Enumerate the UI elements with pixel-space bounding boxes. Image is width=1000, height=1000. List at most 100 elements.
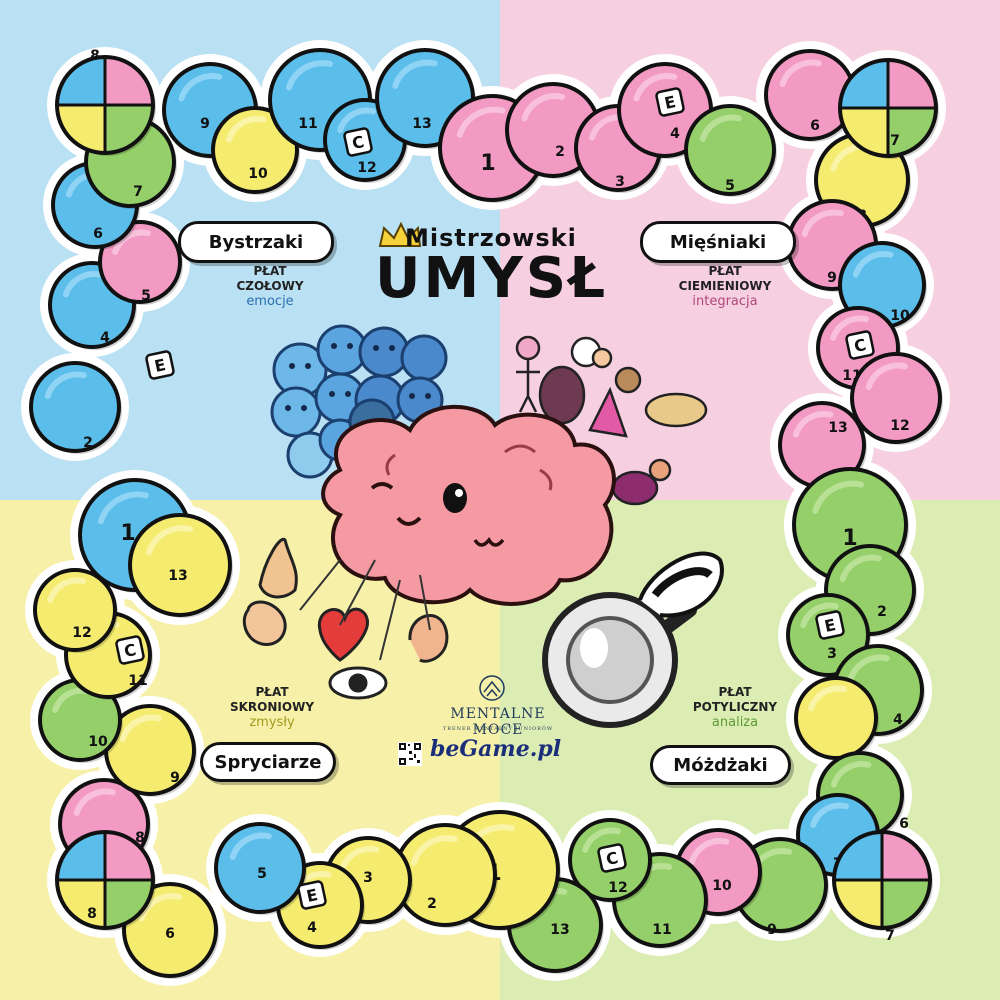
space-number: 10	[890, 308, 910, 324]
space-number: 12	[608, 880, 627, 896]
card-marker-icon: C	[845, 330, 875, 360]
space-number: 2	[427, 896, 437, 912]
svg-text:C: C	[122, 640, 137, 661]
board-space[interactable]: 5	[794, 676, 879, 772]
brain-illustration	[242, 221, 724, 728]
space-number: 10	[248, 166, 268, 182]
space-number: 5	[725, 178, 735, 194]
website-link[interactable]: beGame.pl	[430, 736, 562, 762]
card-marker-icon: C	[115, 635, 145, 665]
space-number: 4	[670, 126, 680, 142]
brand-name: MENTALNE MOCE	[450, 706, 546, 738]
space-number: 13	[168, 568, 187, 584]
svg-text:E: E	[305, 885, 320, 906]
corner-space[interactable]: 7	[832, 830, 933, 944]
space-number: 6	[810, 118, 820, 134]
space-number: 13	[412, 116, 431, 132]
space-number: 8	[87, 906, 97, 922]
board-space[interactable]: 5	[214, 822, 307, 915]
board-space[interactable]: 5	[684, 104, 777, 197]
card-marker-icon: C	[343, 127, 373, 157]
space-number: 9	[827, 270, 837, 286]
space-number: 3	[827, 646, 837, 662]
space-number: 6	[899, 816, 909, 832]
space-number: 7	[890, 133, 900, 149]
space-number: 1	[480, 151, 495, 176]
card-marker-icon: E	[815, 610, 845, 640]
board-space[interactable]: 13	[128, 513, 233, 618]
brain-icon	[321, 404, 616, 606]
space-number: 9	[200, 116, 210, 132]
space-number: 13	[550, 922, 569, 938]
space-number: 10	[712, 878, 732, 894]
card-marker-icon: C	[597, 843, 627, 873]
space-number: 9	[767, 922, 777, 938]
space-number: 5	[257, 866, 267, 882]
corner-space[interactable]: 8	[55, 830, 156, 931]
svg-text:C: C	[852, 335, 867, 356]
board-space[interactable]: 6	[764, 49, 857, 142]
space-number: 1	[842, 526, 857, 551]
svg-text:E: E	[663, 92, 678, 113]
board-space[interactable]: 12	[33, 568, 118, 653]
qr-code-icon	[398, 742, 422, 766]
space-number: 8	[135, 830, 145, 846]
svg-text:C: C	[350, 132, 365, 153]
space-number: 11	[652, 922, 671, 938]
svg-text:E: E	[153, 355, 168, 376]
team-label-bystrzaki: Bystrzaki	[178, 221, 334, 263]
senses-icon	[242, 537, 449, 700]
corner-space[interactable]: 8	[55, 48, 156, 156]
board-space[interactable]: 10	[38, 678, 123, 763]
space-number: 7	[885, 928, 895, 944]
space-number: 4	[100, 330, 110, 346]
team-label-spryciarze: Spryciarze	[200, 742, 336, 782]
space-number: 7	[133, 184, 143, 200]
space-number: 2	[555, 144, 565, 160]
card-marker-icon: E	[655, 87, 685, 117]
brand-tagline: TRENER MENTALNY JUNIORÓW	[442, 726, 554, 732]
svg-text:E: E	[823, 615, 838, 636]
space-number: 12	[72, 625, 91, 641]
board-space[interactable]: 10	[211, 106, 300, 195]
game-title-top: Mistrzowski	[405, 224, 577, 252]
corner-space[interactable]: 7	[838, 58, 939, 159]
space-number: 3	[615, 174, 625, 190]
board-space[interactable]: 12	[850, 352, 943, 445]
mentalne-moce-logo-icon	[479, 675, 505, 701]
people-figures-icon	[515, 335, 708, 506]
space-number: 6	[93, 226, 103, 242]
space-number: 2	[877, 604, 887, 620]
space-number: 11	[128, 673, 147, 689]
team-label-mozdzaki: Móżdżaki	[650, 745, 791, 785]
space-number: 3	[363, 870, 373, 886]
space-number: 1	[120, 521, 135, 546]
space-number: 9	[170, 770, 180, 786]
board-space[interactable]: 5	[98, 220, 183, 305]
space-number: 11	[298, 116, 317, 132]
board-space[interactable]: 2	[29, 361, 122, 454]
space-number: 12	[890, 418, 909, 434]
svg-text:C: C	[604, 848, 619, 869]
crown-icon	[378, 221, 422, 247]
space-number: 4	[893, 712, 903, 728]
card-marker-icon: E	[145, 350, 175, 380]
board-space[interactable]: 2	[393, 823, 498, 928]
space-number: 5	[141, 288, 151, 304]
space-number: 8	[90, 48, 100, 64]
space-number: 4	[307, 920, 317, 936]
emotion-faces-icon	[270, 324, 448, 479]
card-marker-icon: E	[297, 880, 327, 910]
space-number: 12	[357, 160, 376, 176]
space-number: 6	[165, 926, 175, 942]
space-number: 2	[83, 435, 93, 451]
space-number: 13	[828, 420, 847, 436]
board-space[interactable]: 9	[104, 704, 197, 797]
space-number: 10	[88, 734, 108, 750]
